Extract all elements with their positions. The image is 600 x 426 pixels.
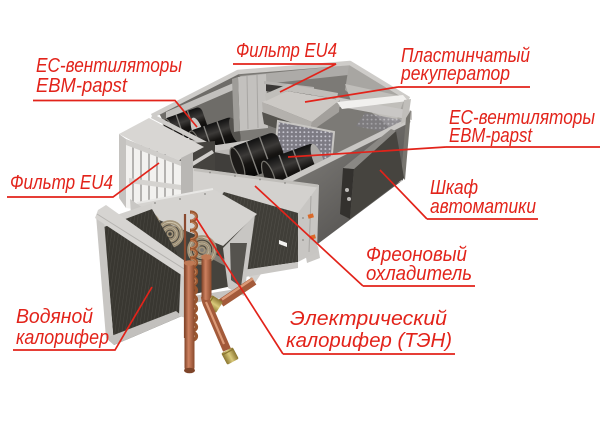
svg-text:Электрический: Электрический bbox=[290, 308, 447, 330]
svg-text:Шкаф: Шкаф bbox=[430, 177, 478, 199]
svg-text:автоматики: автоматики bbox=[430, 196, 536, 218]
svg-text:EC-вентиляторы: EC-вентиляторы bbox=[449, 107, 595, 129]
svg-text:EBM-papst: EBM-papst bbox=[449, 125, 533, 147]
svg-text:EC-вентиляторы: EC-вентиляторы bbox=[36, 55, 182, 77]
svg-text:калорифер (ТЭН): калорифер (ТЭН) bbox=[286, 330, 452, 352]
svg-text:Водяной: Водяной bbox=[16, 306, 93, 328]
svg-text:рекуператор: рекуператор bbox=[400, 63, 510, 85]
svg-text:Фильтр EU4: Фильтр EU4 bbox=[10, 172, 113, 194]
svg-text:Пластинчатый: Пластинчатый bbox=[401, 45, 530, 67]
svg-text:калорифер: калорифер bbox=[16, 327, 109, 349]
svg-text:охладитель: охладитель bbox=[366, 263, 472, 285]
svg-text:EBM-papst: EBM-papst bbox=[36, 75, 128, 97]
svg-text:Фильтр EU4: Фильтр EU4 bbox=[236, 40, 337, 62]
svg-text:Фреоновый: Фреоновый bbox=[366, 244, 467, 266]
